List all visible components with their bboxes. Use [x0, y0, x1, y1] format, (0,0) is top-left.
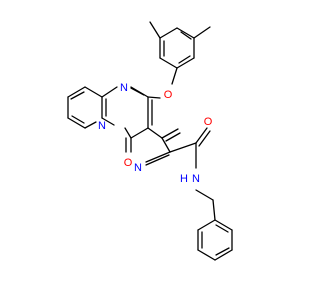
bonds [67, 21, 233, 261]
pyridine-ring [67, 86, 103, 129]
oxygen-label-amide: O [204, 116, 213, 128]
pyrimidinone-ring [101, 86, 153, 139]
amide-co-bond-2 [198, 130, 211, 147]
vinyl-bond-2 [161, 128, 179, 139]
nitrogen-label-nitrile: N [134, 162, 142, 174]
ether-bond-core [147, 96, 161, 99]
nitrogen-label-ring-top: N [120, 82, 128, 94]
oxygen-label-ether: O [164, 89, 173, 101]
vinyl-bond-3 [165, 132, 181, 142]
amide-cc-bond [169, 142, 197, 153]
nitrogen-label-ring-junction: N [98, 120, 106, 132]
benzyl-ring [197, 219, 233, 261]
nitrile-bond [145, 151, 171, 163]
ether-bond-aryl [171, 67, 178, 85]
nitrile-bond-2 [145, 154, 170, 166]
nitrogen-label-amide: N [192, 173, 200, 185]
vinyl-bond-1 [147, 127, 163, 139]
dimethylphenyl-ring [149, 21, 211, 69]
n-benzyl-bond [195, 189, 214, 201]
benzyl-ch2-bond [212, 199, 216, 221]
atom-labels: N N O O O N N H [98, 82, 213, 185]
molecule-structure: N N O O O N N H [67, 21, 233, 261]
vinyl-bond-4 [161, 137, 171, 153]
amide-co-bond [195, 127, 208, 144]
hydrogen-label-amide: H [180, 173, 188, 185]
oxygen-label-ring-carbonyl: O [124, 157, 133, 169]
